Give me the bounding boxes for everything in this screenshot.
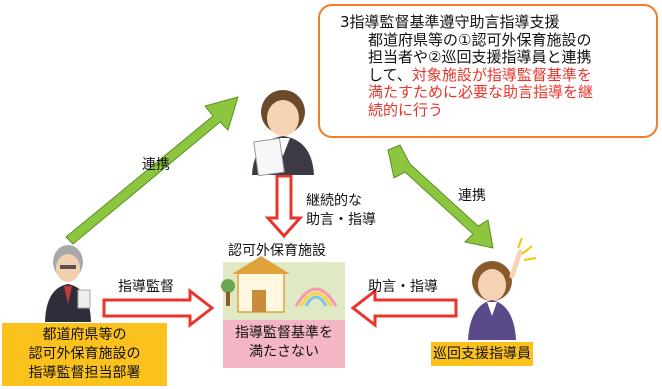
callout-line-3: して、対象施設が指導監督基準を (332, 65, 644, 85)
facility-status-line-1: 指導監督基準を (235, 325, 333, 341)
consultant-person-icon (252, 90, 314, 177)
callout-line-4: 満たすために必要な助言指導を継 (368, 83, 594, 101)
prefecture-box-line-3: 指導監督担当部署 (28, 365, 141, 381)
prefecture-box-line-2: 認可外保育施設の (28, 346, 141, 362)
label-shidou-kantoku: 指導監督 (118, 279, 174, 295)
callout-title: 3指導監督基準遵守助言指導支援 (340, 13, 560, 31)
patrol-advisor-person-icon (468, 237, 537, 340)
label-continuous-1: 継続的な (306, 193, 362, 209)
callout-line-3-black: して、 (368, 65, 412, 84)
label-renkei-left: 連携 (142, 157, 170, 173)
label-continuous-2: 助言・指導 (306, 212, 376, 228)
facility-status-box: 指導監督基準を 満たさない (223, 320, 345, 368)
prefecture-department-box: 都道府県等の 認可外保育施設の 指導監督担当部署 (2, 323, 167, 386)
nursery-facility-icon (221, 256, 345, 320)
callout-line-3-red: 対象施設が指導監督基準を (411, 65, 592, 84)
callout-line-1: 都道府県等の①認可外保育施設の (368, 30, 592, 49)
red-arrow-left (350, 287, 458, 329)
label-jogen-shidou: 助言・指導 (368, 279, 438, 295)
green-arrow-right (387, 144, 494, 249)
red-arrow-right (102, 287, 215, 329)
prefecture-box-line-1: 都道府県等の (42, 327, 127, 343)
callout-line-2: 担当者や②巡回支援指導員と連携 (368, 48, 592, 66)
patrol-advisor-box: 巡回支援指導員 (431, 342, 533, 366)
facility-status-line-2: 満たさない (249, 344, 319, 360)
label-renkei-right: 連携 (458, 188, 486, 204)
support-callout: 3指導監督基準遵守助言指導支援 都道府県等の①認可外保育施設の 担当者や②巡回支… (318, 4, 658, 138)
red-arrow-down (264, 174, 304, 239)
green-arrow-left (65, 96, 239, 245)
callout-line-5: 続的に行う (368, 100, 444, 119)
officer-person-icon (45, 245, 91, 322)
label-facility: 認可外保育施設 (228, 243, 326, 259)
